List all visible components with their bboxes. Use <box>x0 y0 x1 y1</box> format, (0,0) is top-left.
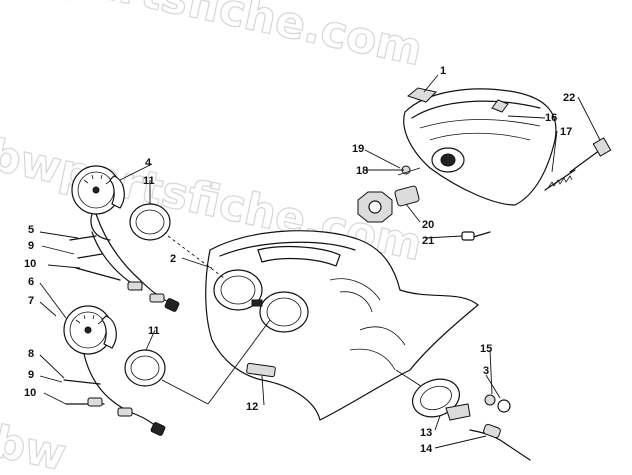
grommet <box>484 394 496 406</box>
callout-9b: 9 <box>28 369 34 381</box>
callouts: 1 2 3 4 5 6 7 8 9 9 10 10 11 11 12 13 14… <box>24 65 575 455</box>
adjuster-bracket <box>592 137 612 157</box>
aux-socket <box>483 423 501 439</box>
callout-12: 12 <box>246 401 258 413</box>
dash-panel <box>205 230 479 421</box>
callout-22: 22 <box>563 92 575 104</box>
watermark: bwpartsfiche.com bwpartsfiche.com bw <box>0 0 427 475</box>
callout-10a: 10 <box>24 258 36 270</box>
watermark-text-top: bwpartsfiche.com <box>0 0 427 76</box>
callout-17: 17 <box>560 126 572 138</box>
aux-light <box>412 378 531 461</box>
adjuster-spring <box>544 137 612 191</box>
wire-harness-lower <box>63 353 166 436</box>
callout-20: 20 <box>422 219 434 231</box>
callout-11a: 11 <box>143 175 155 187</box>
callout-9a: 9 <box>28 240 34 252</box>
tachometer <box>63 305 117 355</box>
callout-14: 14 <box>420 443 433 455</box>
callout-3: 3 <box>483 365 489 377</box>
bezel-ring-lower <box>124 349 166 387</box>
socket-connector <box>394 185 420 207</box>
housing-clip <box>406 87 437 103</box>
callout-11b: 11 <box>148 325 160 337</box>
callout-19: 19 <box>352 143 364 155</box>
nut <box>497 399 511 413</box>
callout-8: 8 <box>28 348 34 360</box>
callout-7: 7 <box>28 295 34 307</box>
callout-2: 2 <box>170 253 176 265</box>
mount-screw <box>461 231 475 241</box>
callout-13: 13 <box>420 427 432 439</box>
callout-16: 16 <box>545 112 557 124</box>
callout-1: 1 <box>440 65 446 77</box>
headlight-housing <box>403 87 557 206</box>
watermark-text-bottom: bw <box>0 416 70 475</box>
leader-lines <box>39 74 601 449</box>
indicator-panel <box>246 362 276 378</box>
callout-21: 21 <box>422 235 434 247</box>
callout-4: 4 <box>145 157 152 169</box>
speedometer <box>71 165 125 241</box>
callout-15: 15 <box>480 343 492 355</box>
callout-5: 5 <box>28 224 34 236</box>
bulb-assembly <box>357 165 491 241</box>
callout-18: 18 <box>356 165 368 177</box>
callout-10b: 10 <box>24 387 36 399</box>
callout-6: 6 <box>28 276 34 288</box>
wire-harness-upper <box>69 213 180 312</box>
